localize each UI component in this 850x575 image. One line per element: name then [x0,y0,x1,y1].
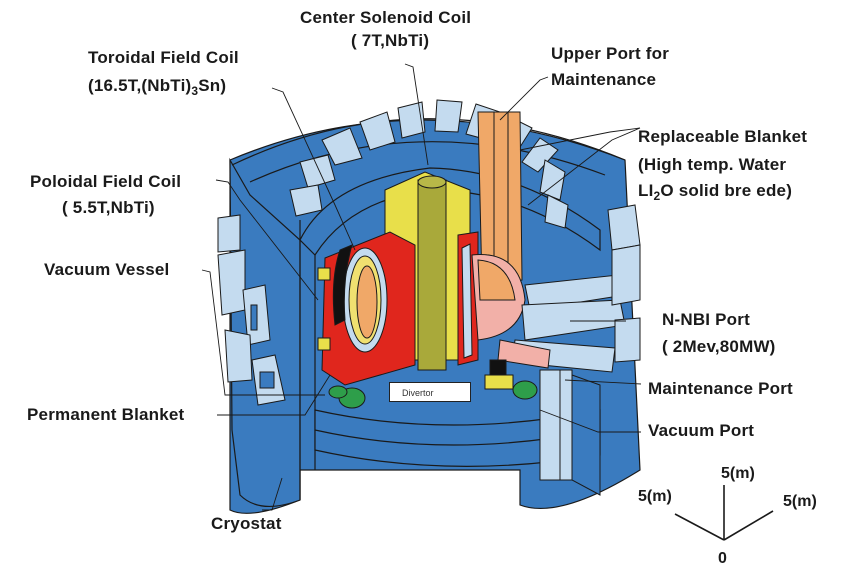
tf-coil-right [457,231,526,366]
label-poloidal-field-spec: ( 5.5T,NbTi) [62,198,155,217]
label-permanent-blanket: Permanent Blanket [27,405,185,424]
tf-coil-left [321,231,416,386]
label-vacuum-vessel: Vacuum Vessel [44,260,170,279]
label-divertor: Divertor [389,382,471,402]
axis-label-left: 5(m) [638,488,672,505]
axis-left [674,513,725,541]
label-nnbi-port-spec: ( 2Mev,80MW) [662,337,776,356]
label-vacuum-port: Vacuum Port [648,421,755,440]
label-cryostat: Cryostat [211,514,282,533]
maintenance-port [497,339,551,369]
leader-lines [201,63,642,511]
label-maintenance-port: Maintenance Port [648,379,793,398]
label-replaceable-blanket: Replaceable Blanket [638,127,808,146]
label-toroidal-field-coil: Toroidal Field Coil [88,48,239,67]
axis-label-origin: 0 [718,550,727,567]
label-replaceable-blanket-line2: (High temp. Water [638,155,787,174]
label-upper-port-line2: Maintenance [551,70,657,89]
vacuum-port [539,369,601,496]
axis-triad [674,485,774,541]
replaceable-blanket [477,111,523,286]
label-nnbi-port: N-NBI Port [662,310,750,329]
label-upper-port: Upper Port for [551,44,670,63]
axis-right [723,510,774,541]
label-center-solenoid: Center Solenoid Coil [300,8,472,27]
left-ports [217,214,286,406]
axis-label-vertical: 5(m) [721,465,755,482]
label-center-solenoid-spec: ( 7T,NbTi) [351,31,430,50]
pf-coils [317,267,538,409]
label-toroidal-field-spec: (16.5T,(NbTi)3Sn) [88,76,227,98]
label-poloidal-field-coil: Poloidal Field Coil [30,172,182,191]
axis-label-right: 5(m) [783,493,817,510]
label-replaceable-blanket-line3: LI2O solid bre ede) [638,181,793,203]
